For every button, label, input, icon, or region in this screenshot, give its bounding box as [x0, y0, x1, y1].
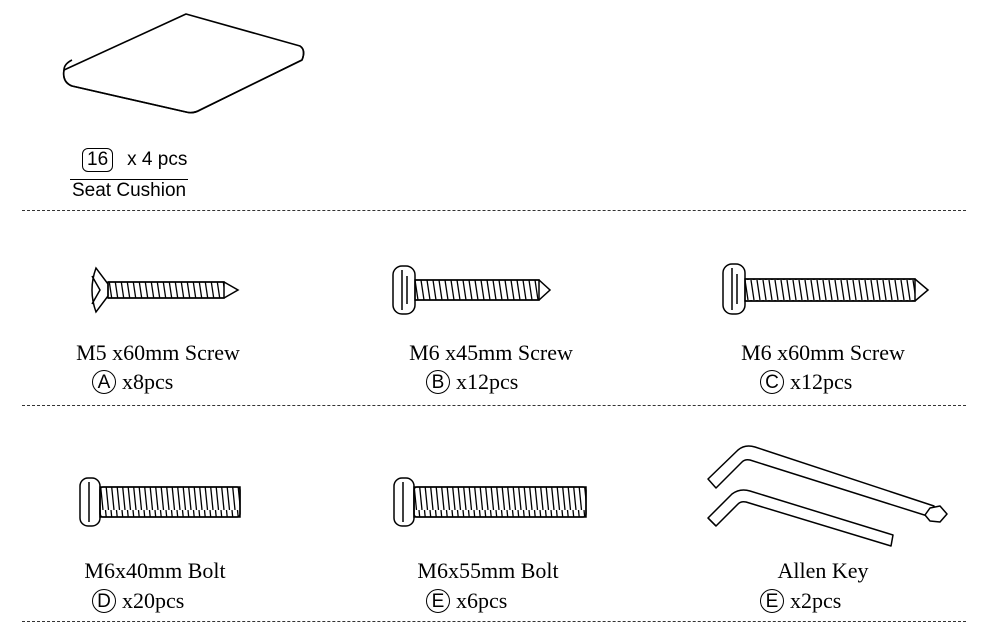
item-name-e: M6x55mm Bolt: [417, 558, 559, 583]
bolt-long-icon: [393, 477, 587, 527]
flat-head-screw-icon: [91, 266, 240, 314]
pan-head-screw-short-icon: [392, 265, 552, 315]
cushion-underline: [70, 179, 188, 180]
item-qty-e: E x6pcs: [426, 588, 507, 614]
letter-circle-c: C: [760, 370, 784, 394]
item-qty-c: C x12pcs: [760, 369, 852, 395]
item-name-b: M6 x45mm Screw: [409, 340, 573, 365]
bolt-short-icon: [79, 477, 241, 527]
divider-1: [22, 210, 966, 211]
cushion-name: Seat Cushion: [72, 180, 187, 201]
letter-circle-d: D: [92, 589, 116, 613]
divider-2: [22, 405, 966, 406]
letter-circle-a: A: [92, 370, 116, 394]
letter-circle-b: B: [426, 370, 450, 394]
pan-head-screw-long-icon: [722, 263, 930, 315]
qty-text-a: x8pcs: [122, 369, 174, 394]
item-name-c: M6 x60mm Screw: [741, 340, 905, 365]
item-qty-allen-key: E x2pcs: [760, 588, 841, 614]
part-number-box: 16: [82, 148, 114, 172]
divider-3: [22, 621, 966, 622]
qty-text-c: x12pcs: [790, 369, 853, 394]
item-qty-a: A x8pcs: [92, 369, 173, 395]
qty-text-b: x12pcs: [456, 369, 519, 394]
item-qty-b: B x12pcs: [426, 369, 518, 395]
letter-circle-allen-key: E: [760, 589, 784, 613]
letter-circle-e: E: [426, 589, 450, 613]
item-name-allen-key: Allen Key: [777, 558, 869, 583]
item-name-d: M6x40mm Bolt: [84, 558, 226, 583]
allen-key-icon: [707, 445, 948, 547]
cushion-label: 16 x 4 pcs: [82, 148, 187, 172]
item-name-a: M5 x60mm Screw: [76, 340, 240, 365]
item-qty-d: D x20pcs: [92, 588, 184, 614]
qty-text-d: x20pcs: [122, 588, 185, 613]
qty-text-allen-key: x2pcs: [790, 588, 842, 613]
qty-text-e: x6pcs: [456, 588, 508, 613]
cushion-quantity: x 4 pcs: [127, 149, 188, 170]
